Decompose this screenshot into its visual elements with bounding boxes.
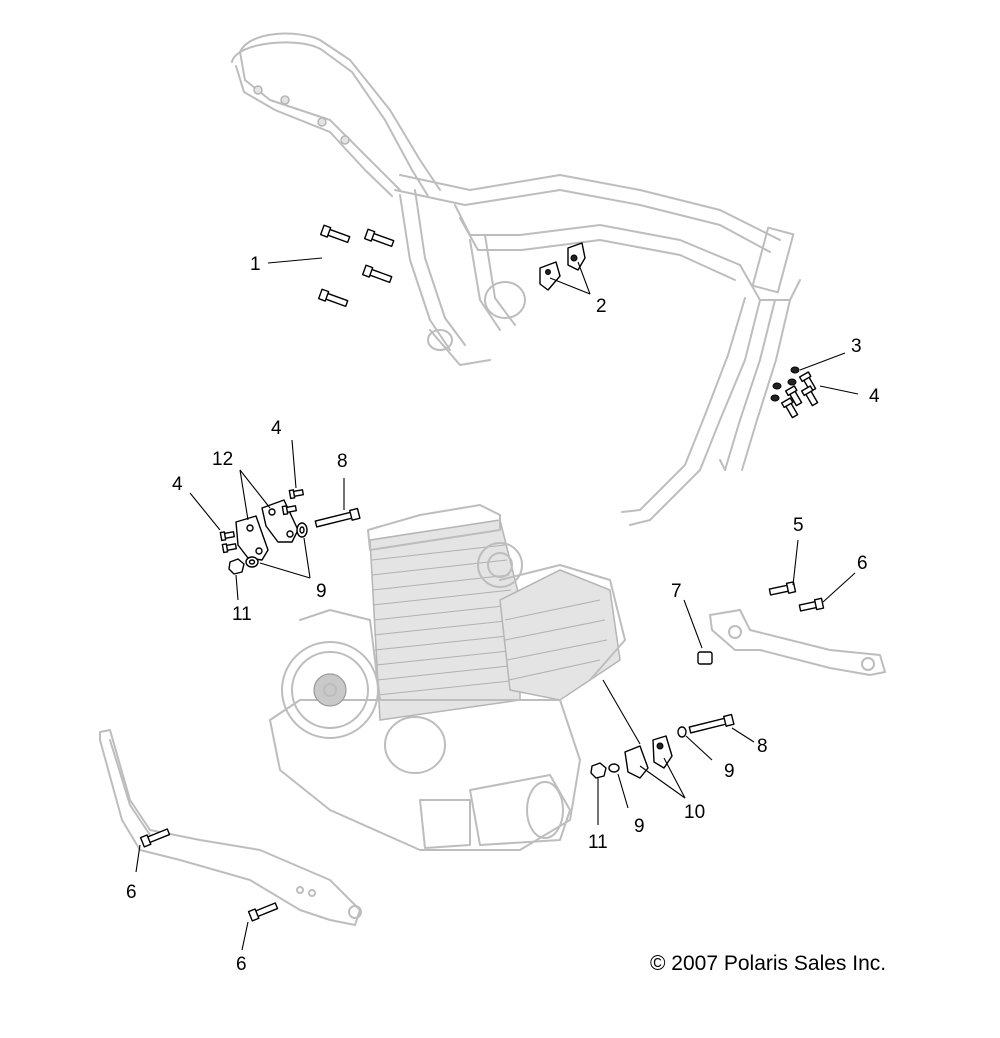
callout-2: 2 xyxy=(596,296,607,317)
callout-11-right: 11 xyxy=(588,832,608,853)
lower-frame-rail xyxy=(99,729,362,926)
motorcycle-frame xyxy=(231,32,801,526)
callout-3: 3 xyxy=(851,336,862,357)
callout-labels: 1 2 3 4 4 12 8 4 9 11 5 6 7 8 9 9 10 11 … xyxy=(126,254,880,975)
callout-6-lower-left: 6 xyxy=(126,882,137,903)
callout-8-left: 8 xyxy=(337,451,348,472)
fastener-group-3-4 xyxy=(770,366,819,419)
callout-8-right: 8 xyxy=(757,736,768,757)
lower-rail-bolts xyxy=(139,828,279,922)
callout-1: 1 xyxy=(250,254,261,275)
copyright-notice: © 2007 Polaris Sales Inc. xyxy=(650,952,886,975)
leader-lines xyxy=(135,257,859,951)
front-mount-bracket-ghost xyxy=(709,609,886,676)
callout-6-bottom: 6 xyxy=(236,954,247,975)
callout-10: 10 xyxy=(684,802,705,823)
callout-12: 12 xyxy=(212,449,233,470)
left-mount-hardware xyxy=(219,489,361,575)
callout-4-left: 4 xyxy=(172,474,183,495)
callout-4-right: 4 xyxy=(869,386,880,407)
right-mount-hardware xyxy=(590,581,825,779)
callout-11-left: 11 xyxy=(232,604,252,625)
callout-9-right: 9 xyxy=(724,761,735,782)
bracket-part-2 xyxy=(539,242,586,291)
callout-9-bottom: 9 xyxy=(634,816,645,837)
callout-7: 7 xyxy=(671,581,682,602)
engine-assembly xyxy=(269,504,626,851)
callout-4-top: 4 xyxy=(271,418,282,439)
callout-5: 5 xyxy=(793,515,804,536)
bolt-group-1 xyxy=(317,224,395,308)
callout-6-right: 6 xyxy=(857,553,868,574)
callout-9-left: 9 xyxy=(316,581,327,602)
